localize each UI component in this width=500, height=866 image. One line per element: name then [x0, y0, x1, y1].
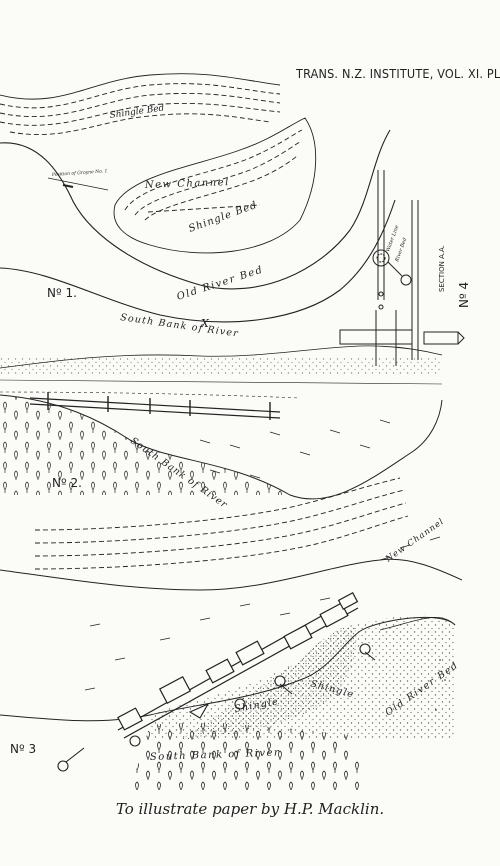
fig3-number: Nº 3 — [10, 742, 36, 756]
fig1-shingle-bed-top — [0, 73, 281, 135]
fig1-position-note: Position of Groyne No. 1 — [51, 168, 108, 178]
figure-2 — [0, 345, 443, 500]
fig3-label-new-channel: New Channel — [383, 517, 446, 565]
fig4-number: Nº 4 — [457, 282, 471, 308]
fig1-label-new-channel: New Channel — [144, 177, 230, 191]
fig1-shingle-bed-island — [113, 117, 317, 254]
fig1-label-shingle-bed-top: Shingle Bed — [109, 103, 165, 121]
fig1-south-bank — [0, 199, 396, 323]
fig1-x-mark: X — [200, 317, 210, 330]
fig3-label-south-bank: South Bank of River — [150, 747, 281, 763]
figure-4 — [339, 170, 465, 366]
fig1-label-south-bank: South Bank of River — [120, 312, 240, 340]
figure-1 — [0, 73, 396, 323]
plate-caption: To illustrate paper by H.P. Macklin. — [115, 800, 385, 818]
fig2-number: Nº 2. — [52, 476, 82, 490]
fig1-north-bank — [0, 129, 391, 290]
fig4-label-river-bed: River Bed — [394, 237, 409, 263]
plate-header: TRANS. N.Z. INSTITUTE, VOL. XI. PL. II. — [296, 66, 500, 81]
fig1-label-shingle-bed-island: Shingle Bed — [187, 200, 259, 235]
fig1-number: Nº 1. — [47, 286, 77, 300]
figure-3 — [0, 477, 463, 790]
fig4-label-section: SECTION A.A. — [438, 245, 446, 292]
fig1-label-old-river-bed: Old River Bed — [176, 264, 265, 302]
